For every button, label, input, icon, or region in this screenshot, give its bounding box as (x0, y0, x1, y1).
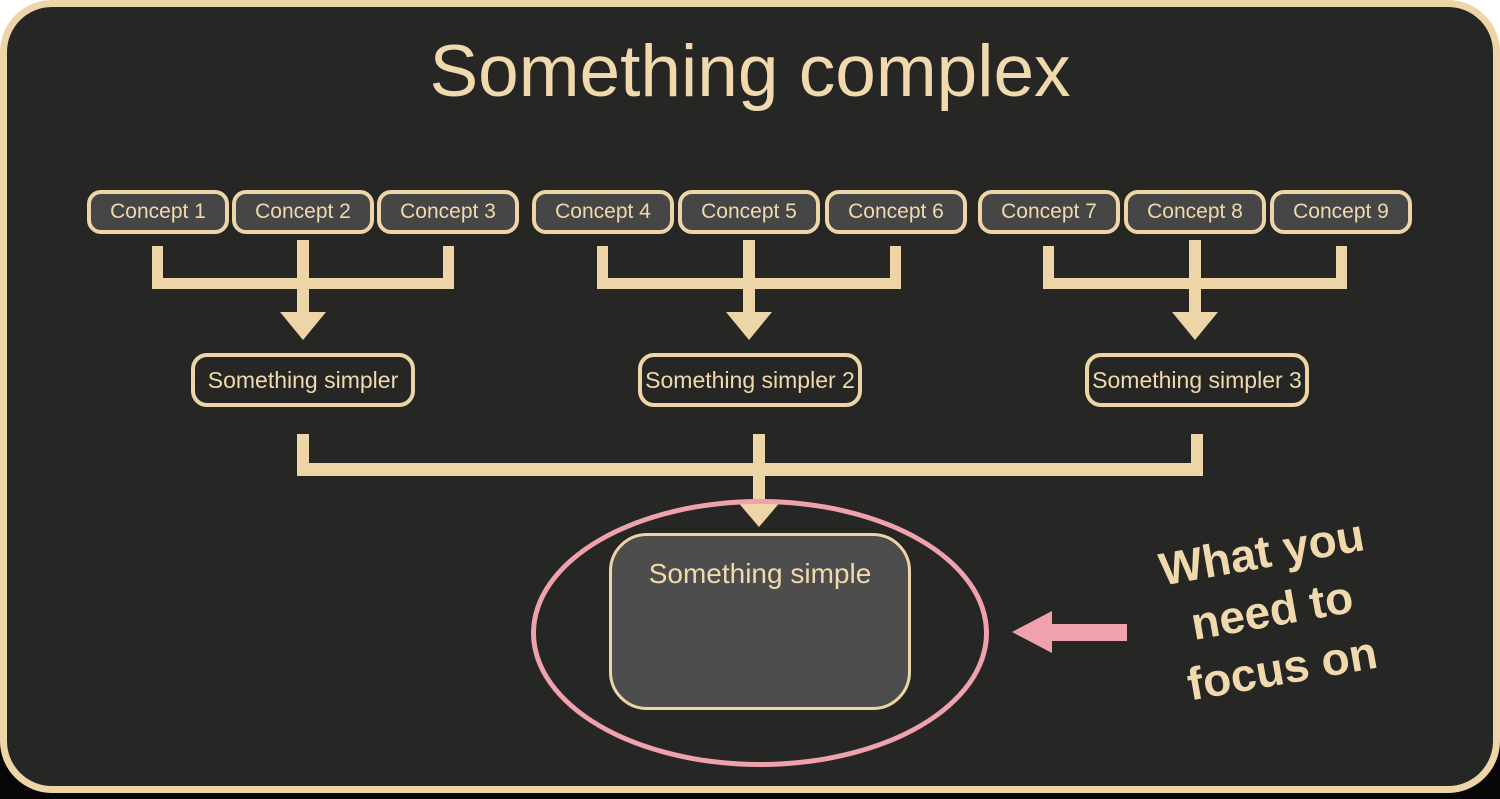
group1-arrow-shaft (297, 240, 309, 312)
concept-box-5: Concept 5 (678, 190, 820, 234)
concept-box-4: Concept 4 (532, 190, 674, 234)
simpler-box-2: Something simpler 2 (638, 353, 862, 407)
level2-arrow-shaft (753, 434, 765, 500)
group2-left-drop-line (597, 246, 608, 289)
group3-right-drop-line (1336, 246, 1347, 289)
concept-box-7: Concept 7 (978, 190, 1120, 234)
focus-arrow-shaft (1050, 624, 1127, 641)
down-arrow-icon (280, 312, 326, 340)
down-arrow-icon (726, 312, 772, 340)
concept-box-8: Concept 8 (1124, 190, 1266, 234)
group3-arrow-shaft (1189, 240, 1201, 312)
left-arrow-icon (1012, 611, 1052, 653)
highlight-ellipse (531, 499, 989, 767)
group1-right-drop-line (443, 246, 454, 289)
concept-box-1: Concept 1 (87, 190, 229, 234)
group1-left-drop-line (152, 246, 163, 289)
group2-right-drop-line (890, 246, 901, 289)
diagram-title: Something complex (429, 31, 1071, 112)
concept-box-9: Concept 9 (1270, 190, 1412, 234)
group2-arrow-shaft (743, 240, 755, 312)
down-arrow-icon (1172, 312, 1218, 340)
simpler-box-3: Something simpler 3 (1085, 353, 1309, 407)
concept-box-6: Concept 6 (825, 190, 967, 234)
concept-box-2: Concept 2 (232, 190, 374, 234)
level2-merge-bar (297, 463, 1203, 476)
group3-left-drop-line (1043, 246, 1054, 289)
simpler-box-1: Something simpler (191, 353, 415, 407)
simple-box: Something simple (609, 533, 911, 710)
concept-box-3: Concept 3 (377, 190, 519, 234)
